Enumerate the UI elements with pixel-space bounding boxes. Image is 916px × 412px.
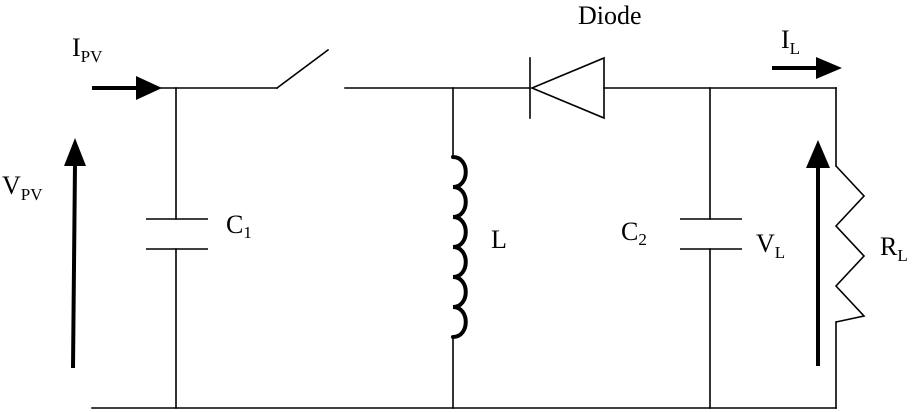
vl-voltage-arrow xyxy=(806,140,830,366)
capacitor-c1 xyxy=(146,87,208,409)
rl-label-main: R xyxy=(880,232,898,261)
ipv-label-sub: PV xyxy=(81,47,103,66)
vl-label-main: V xyxy=(756,229,775,258)
inductor-l xyxy=(451,87,468,409)
il-current-arrow xyxy=(772,57,842,79)
switch xyxy=(275,48,330,90)
inductor-label: L xyxy=(491,225,507,254)
c2-label: C2 xyxy=(621,217,647,249)
ipv-label-main: I xyxy=(72,33,81,62)
vl-label-sub: L xyxy=(775,243,785,262)
diode-symbol xyxy=(529,56,605,120)
il-label-main: I xyxy=(781,25,790,54)
c1-label-main: C xyxy=(226,210,243,239)
rl-label: RL xyxy=(880,232,908,265)
il-label-sub: L xyxy=(790,39,800,58)
c2-label-main: C xyxy=(621,217,638,246)
diode-label: Diode xyxy=(578,1,642,30)
vpv-voltage-arrow xyxy=(64,138,86,369)
rl-label-sub: L xyxy=(897,246,907,265)
capacitor-c2 xyxy=(680,87,742,409)
resistor-rl xyxy=(834,87,866,409)
c2-label-sub: 2 xyxy=(638,230,647,249)
vl-label: VL xyxy=(756,229,785,262)
c1-label-sub: 1 xyxy=(243,223,252,242)
vpv-label-sub: PV xyxy=(21,185,43,204)
c1-label: C1 xyxy=(226,210,252,242)
vpv-label: VPV xyxy=(2,171,43,204)
ipv-label: IPV xyxy=(72,33,103,66)
ipv-current-arrow xyxy=(92,76,162,100)
vpv-label-main: V xyxy=(2,171,21,200)
il-label: IL xyxy=(781,25,800,58)
